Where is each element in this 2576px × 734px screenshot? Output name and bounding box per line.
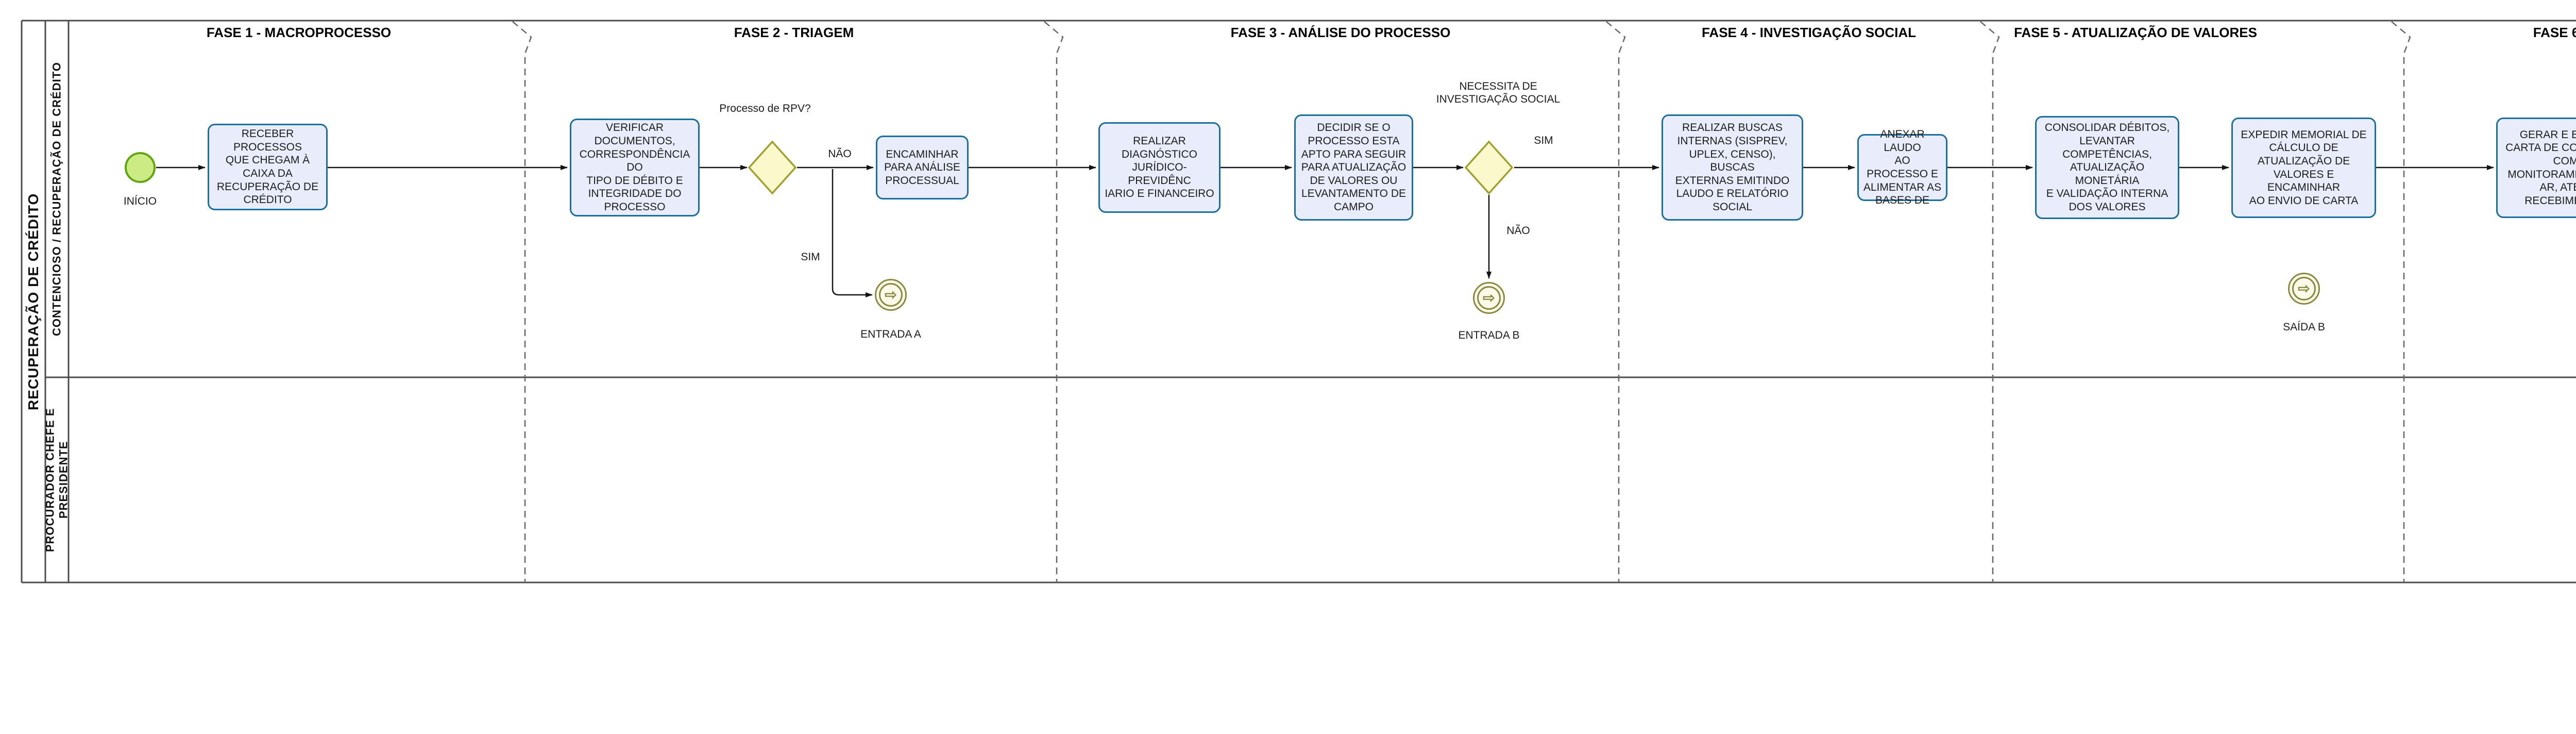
link-ring: ⇨	[879, 283, 903, 307]
link-ring: ⇨	[2292, 277, 2316, 301]
task-decidir-processo[interactable]: DECIDIR SE O PROCESSO ESTA APTO PARA SEG…	[1294, 114, 1413, 221]
phase-header-4: FASE 4 - INVESTIGAÇÃO SOCIAL	[1701, 25, 1917, 40]
lane-label-contencioso: CONTENCIOSO / RECUPERAÇÃO DE CRÉDITO	[50, 62, 63, 336]
link-ring: ⇨	[1477, 286, 1501, 310]
task-verificar-documentos[interactable]: VERIFICAR DOCUMENTOS, CORRESPONDÊNCIA DO…	[570, 119, 700, 216]
link-event-saida-b[interactable]: ⇨	[2288, 273, 2320, 305]
start-event[interactable]	[125, 152, 156, 183]
link-arrow-icon: ⇨	[1483, 290, 1495, 306]
start-event-label: INÍCIO	[123, 195, 157, 207]
task-encaminhar-analise[interactable]: ENCAMINHAR PARA ANÁLISE PROCESSUAL	[876, 136, 969, 199]
task-gerar-enviar-carta[interactable]: GERAR E ENVIAR CARTA DE COBRANÇA, COM MO…	[2496, 118, 2576, 218]
task-realizar-diagnostico[interactable]: REALIZAR DIAGNÓSTICO JURÍDICO-PREVIDÊNC …	[1098, 122, 1221, 213]
link-event-saida-b-label: SAÍDA B	[2283, 321, 2325, 333]
pool-label: RECUPERAÇÃO DE CRÉDITO	[25, 193, 41, 410]
phase-header-1: FASE 1 - MACROPROCESSO	[206, 25, 392, 40]
gateway-rpv-label: Processo de RPV?	[719, 103, 811, 114]
gateway-investigacao	[1464, 140, 1514, 195]
pool-frame	[21, 20, 2576, 583]
link-event-entrada-b[interactable]: ⇨	[1473, 282, 1505, 314]
flow-label-nao-investigacao: NÃO	[1506, 225, 1530, 237]
link-event-entrada-a-label: ENTRADA A	[860, 328, 921, 340]
flow-label-sim-rpv: SIM	[801, 251, 820, 263]
link-event-entrada-a[interactable]: ⇨	[875, 279, 907, 311]
lane-label-procurador: PROCURADOR CHEFE E PRESIDENTE	[43, 408, 70, 552]
link-arrow-icon: ⇨	[2298, 280, 2310, 296]
phase-header-2: FASE 2 - TRIAGEM	[734, 25, 854, 40]
task-realizar-buscas[interactable]: REALIZAR BUSCAS INTERNAS (SISPREV, UPLEX…	[1662, 114, 1803, 221]
task-anexar-laudo[interactable]: ANEXAR LAUDO AO PROCESSO E ALIMENTAR AS …	[1857, 128, 1947, 206]
task-receber-processos[interactable]: RECEBER PROCESSOS QUE CHEGAM À CAIXA DA …	[208, 124, 328, 210]
flow-label-nao-rpv: NÃO	[828, 148, 852, 160]
gateway-investigacao-label: NECESSITA DE INVESTIGAÇÃO SOCIAL	[1436, 80, 1561, 106]
phase-header-6: FASE 6 - ENVIO DE CARTAS	[2533, 25, 2576, 40]
task-expedir-memorial[interactable]: EXPEDIR MEMORIAL DE CÁLCULO DE ATUALIZAÇ…	[2231, 118, 2376, 218]
link-event-entrada-b-label: ENTRADA B	[1458, 329, 1520, 341]
gateway-rpv	[748, 140, 797, 195]
gateway-shapes[interactable]	[748, 140, 2576, 195]
phase-header-3: FASE 3 - ANÁLISE DO PROCESSO	[1230, 25, 1451, 40]
phase-separators	[512, 21, 2411, 582]
link-arrow-icon: ⇨	[885, 287, 897, 303]
flow-label-sim-investigacao: SIM	[1534, 135, 1553, 146]
sequence-flows	[156, 165, 2494, 297]
task-consolidar-debitos[interactable]: CONSOLIDAR DÉBITOS, LEVANTAR COMPETÊNCIA…	[2035, 116, 2179, 219]
phase-header-5: FASE 5 - ATUALIZAÇÃO DE VALORES	[2014, 25, 2257, 40]
